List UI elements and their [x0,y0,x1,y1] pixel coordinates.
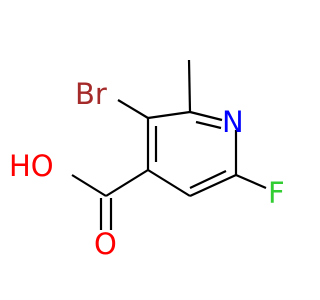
molecule-structure: Br N HO O F [9,59,285,261]
bonds [71,59,267,230]
bond-c3-c2 [147,110,191,120]
bond-c2-n [189,110,223,122]
bond-c2-n-inner [195,120,222,130]
atom-labels: Br N HO O F [9,77,285,261]
bond-c6-f [235,173,267,190]
bond-carboxyl-oh [71,174,107,197]
bond-c5-c4 [147,169,191,197]
atom-f: F [268,176,285,210]
bond-c6-c5 [189,173,237,198]
atom-o: O [94,227,117,261]
atom-n: N [222,105,244,139]
bond-c4-carboxyl [105,169,149,197]
atom-br: Br [75,77,107,111]
bond-c6-c5-inner [189,170,227,189]
atom-oh: HO [9,149,54,183]
bond-c3-br [117,99,149,119]
bond-methyl-c2 [187,59,192,113]
